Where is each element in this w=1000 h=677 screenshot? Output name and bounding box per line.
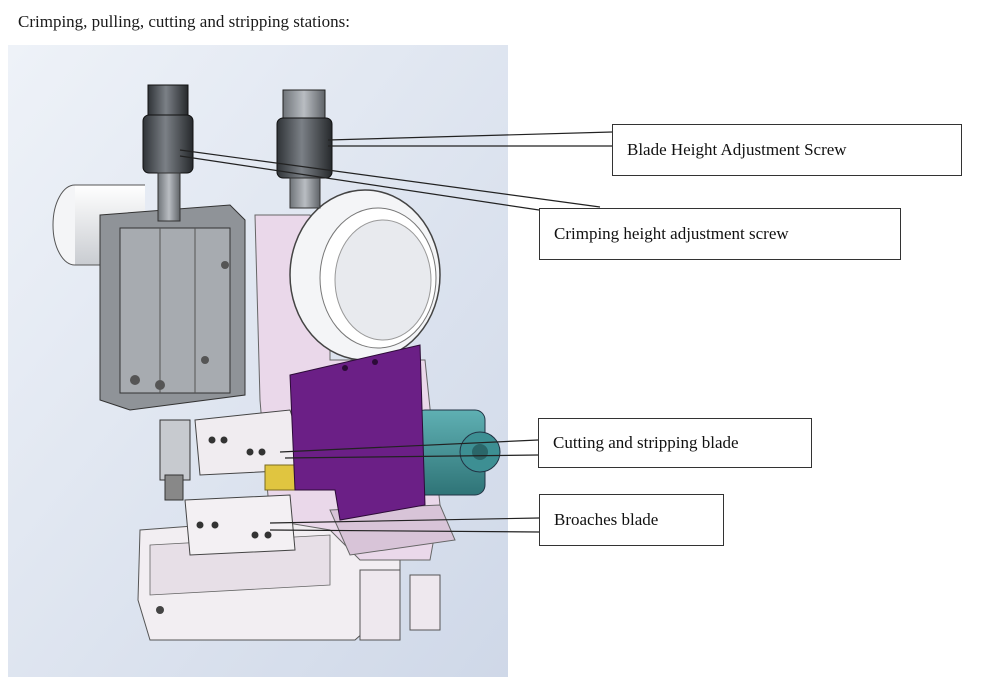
crimp-tooling — [159, 409, 301, 556]
callout-label: Crimping height adjustment screw — [554, 224, 789, 243]
callout-label: Blade Height Adjustment Screw — [627, 140, 847, 159]
screw-left — [142, 84, 194, 222]
callout-broaches-blade: Broaches blade — [539, 494, 724, 546]
cylinder-block — [99, 204, 246, 411]
callout-blade-height-screw: Blade Height Adjustment Screw — [612, 124, 962, 176]
screw-right — [276, 89, 333, 209]
leader-lines — [179, 131, 613, 533]
motor — [414, 409, 501, 496]
callout-label: Broaches blade — [554, 510, 659, 529]
callout-crimping-height-screw: Crimping height adjustment screw — [539, 208, 901, 260]
page-title: Crimping, pulling, cutting and stripping… — [18, 12, 350, 31]
purple-plate — [289, 344, 426, 521]
ring-tube — [289, 189, 441, 361]
callout-cutting-stripping-blade: Cutting and stripping blade — [538, 418, 812, 468]
callout-label: Cutting and stripping blade — [553, 433, 739, 452]
